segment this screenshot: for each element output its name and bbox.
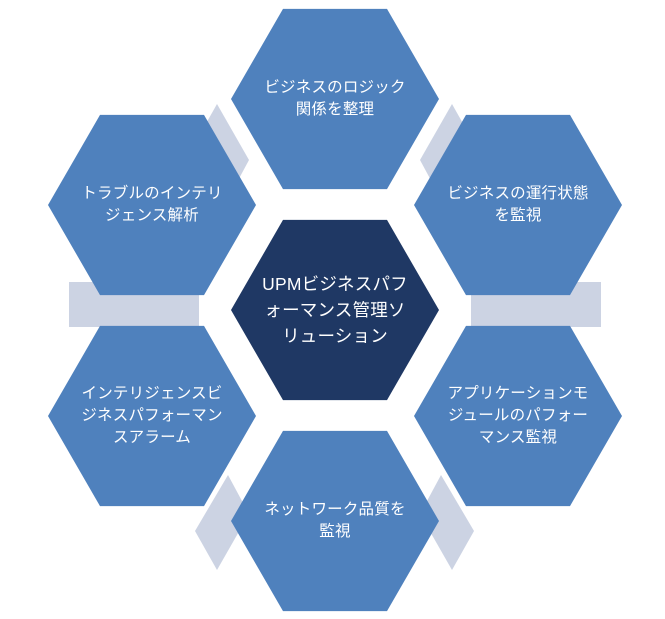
hexagon-bottom[interactable] [231, 430, 439, 612]
hexagon-layer [48, 8, 622, 612]
hexagon-bottom-left[interactable] [48, 325, 256, 507]
connector-bottomright-to-bottom [420, 475, 474, 570]
hexagon-top-right[interactable] [414, 114, 622, 296]
hexagon-top-left[interactable] [48, 114, 256, 296]
connector-bottom-to-bottomleft [195, 475, 249, 570]
hexagon-center[interactable] [231, 219, 439, 401]
hexagon-top[interactable] [231, 8, 439, 190]
hexagon-bottom-right[interactable] [414, 325, 622, 507]
